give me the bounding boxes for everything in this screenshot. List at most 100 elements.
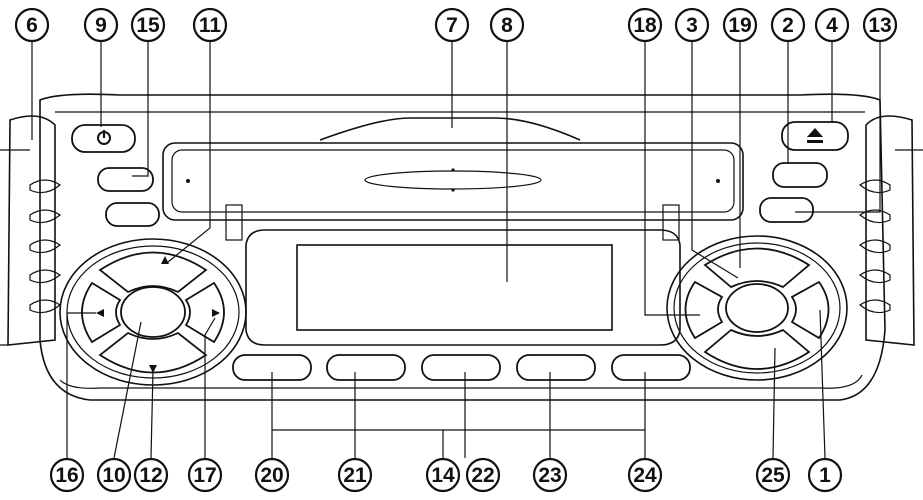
- callout-c24: 25: [755, 457, 791, 493]
- callout-c12: 13: [862, 7, 898, 43]
- callout-c10: 11: [192, 7, 228, 43]
- right-dpad-left-button[interactable]: [684, 280, 724, 340]
- callout-circle: [130, 7, 166, 43]
- callout-circle: [254, 457, 290, 493]
- callout-c14: 15: [130, 7, 166, 43]
- callout-circle: [337, 457, 373, 493]
- callout-circle: [627, 7, 663, 43]
- callout-c7: 8: [489, 7, 525, 43]
- preset-button-4[interactable]: [516, 354, 596, 381]
- callout-c5: 6: [14, 7, 50, 43]
- callout-number: 9: [95, 14, 107, 37]
- callout-number: 11: [199, 14, 222, 37]
- callout-c19: 20: [254, 457, 290, 493]
- callout-circle: [627, 457, 663, 493]
- callout-circle: [814, 7, 850, 43]
- callout-number: 19: [728, 14, 751, 37]
- right-dpad[interactable]: [666, 235, 848, 381]
- callout-number: 14: [431, 464, 455, 487]
- callout-c1: 1: [807, 457, 843, 493]
- power-button[interactable]: [71, 124, 136, 153]
- callout-c2: 2: [770, 7, 806, 43]
- dpad-center-button[interactable]: [120, 286, 186, 338]
- callout-c9: 10: [96, 457, 132, 493]
- callout-circle: [83, 7, 119, 43]
- callout-c13: 14: [425, 457, 461, 493]
- arrow-right-icon: [212, 309, 220, 317]
- callout-c23: 24: [627, 457, 663, 493]
- callout-circle: [192, 7, 228, 43]
- callout-c20: 21: [337, 457, 373, 493]
- callout-number: 10: [102, 464, 125, 487]
- left-lower-button[interactable]: [105, 202, 160, 227]
- eject-button[interactable]: [781, 121, 849, 151]
- callout-c4: 4: [814, 7, 850, 43]
- callout-c3: 3: [674, 7, 710, 43]
- callout-c8: 9: [83, 7, 119, 43]
- cd-slot: [162, 117, 744, 241]
- callout-circle: [770, 7, 806, 43]
- callout-number: 18: [633, 14, 657, 37]
- callout-number: 13: [868, 14, 891, 37]
- callout-c21: 22: [465, 457, 501, 493]
- callout-number: 4: [826, 14, 838, 37]
- callout-circle: [755, 457, 791, 493]
- right-dpad-center-button[interactable]: [725, 283, 789, 333]
- callout-circle: [14, 7, 50, 43]
- callout-circle: [722, 7, 758, 43]
- callout-circle: [187, 457, 223, 493]
- callout-circle: [489, 7, 525, 43]
- callout-number: 15: [136, 14, 160, 37]
- leader-lines: [31, 40, 881, 459]
- callout-c6: 7: [434, 7, 470, 43]
- right-dpad-down-button[interactable]: [703, 328, 811, 370]
- callout-number: 24: [633, 464, 657, 487]
- dpad-right-button[interactable]: [184, 281, 225, 344]
- callout-number: 20: [260, 464, 283, 487]
- dpad-up-button[interactable]: [98, 251, 208, 294]
- preset-buttons: [232, 354, 691, 381]
- callout-circle: [434, 7, 470, 43]
- arrow-left-icon: [96, 309, 104, 317]
- right-lower-button[interactable]: [759, 197, 814, 223]
- callout-number: 16: [55, 464, 78, 487]
- callout-number: 8: [501, 14, 513, 37]
- callout-number: 2: [782, 14, 794, 37]
- callout-circle: [532, 457, 568, 493]
- left-upper-button[interactable]: [97, 167, 154, 192]
- callout-number: 7: [446, 14, 458, 37]
- callout-number: 23: [538, 464, 561, 487]
- callout-number: 1: [819, 464, 831, 487]
- preset-button-5[interactable]: [611, 354, 691, 381]
- right-dpad-right-button[interactable]: [790, 280, 830, 340]
- callout-circle: [674, 7, 710, 43]
- dpad-down-button[interactable]: [98, 331, 208, 374]
- callout-number: 17: [193, 464, 216, 487]
- power-icon: [97, 130, 111, 145]
- display-panel: [245, 229, 681, 346]
- callout-c11: 12: [133, 457, 169, 493]
- callout-circle: [807, 457, 843, 493]
- callout-number: 3: [686, 14, 698, 37]
- callout-number: 12: [139, 464, 162, 487]
- callout-circle: [96, 457, 132, 493]
- callout-circle: [425, 457, 461, 493]
- right-dpad-up-button[interactable]: [703, 247, 811, 289]
- callout-c22: 23: [532, 457, 568, 493]
- callout-number: 6: [26, 14, 38, 37]
- preset-button-2[interactable]: [326, 354, 406, 381]
- callout-c16: 17: [187, 457, 223, 493]
- callout-circle: [862, 7, 898, 43]
- callout-number: 22: [471, 464, 494, 487]
- callout-circle: [133, 457, 169, 493]
- left-dpad[interactable]: [59, 238, 247, 386]
- callout-c17: 18: [627, 7, 663, 43]
- callout-c18: 19: [722, 7, 758, 43]
- arrow-down-icon: [149, 365, 157, 373]
- preset-button-3[interactable]: [421, 354, 501, 381]
- callout-c15: 16: [49, 457, 85, 493]
- callout-circle: [465, 457, 501, 493]
- right-upper-button[interactable]: [772, 162, 828, 188]
